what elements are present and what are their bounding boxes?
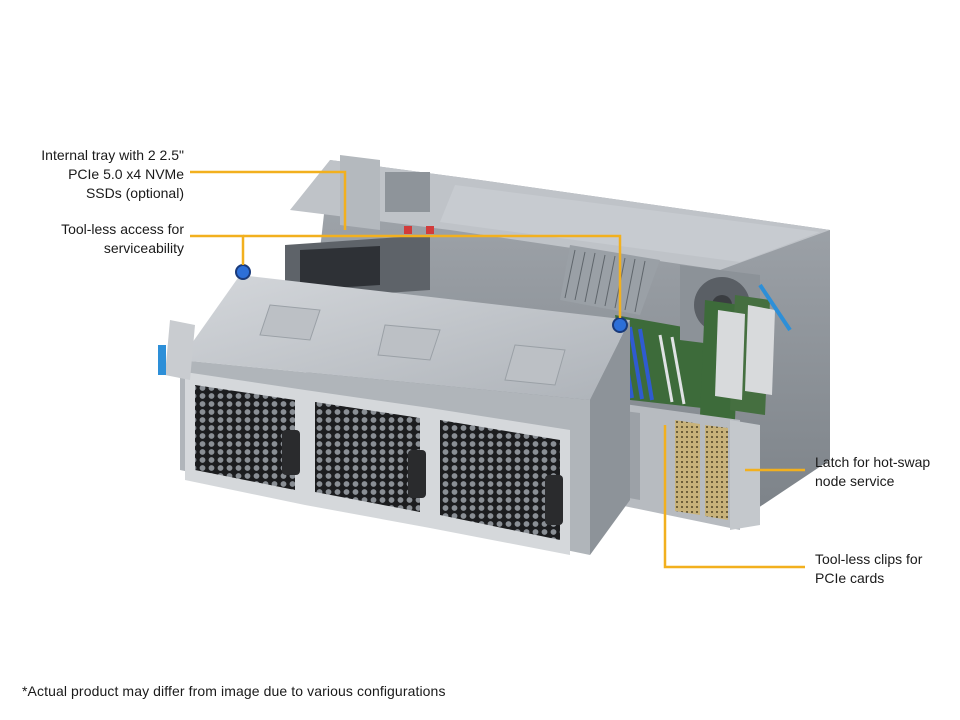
fan-3 xyxy=(430,408,570,555)
leader-toolless-left xyxy=(190,234,245,265)
fan-1 xyxy=(185,372,305,505)
callout-toolless-access: Tool-less access for serviceability xyxy=(61,221,184,256)
leader-clips xyxy=(663,425,805,569)
internal-ssd-tray xyxy=(285,226,434,300)
pcie-risers xyxy=(700,283,792,420)
thumbscrew-right xyxy=(612,317,628,333)
leader-toolless-right xyxy=(243,234,622,318)
left-handle xyxy=(158,320,195,380)
leader-internal-tray xyxy=(190,170,347,230)
leader-lines xyxy=(190,170,805,569)
callout-toolless-clips: Tool-less clips for PCIe cards xyxy=(815,551,923,586)
front-fans xyxy=(185,372,570,555)
heatsink xyxy=(560,245,660,315)
thumbscrew-left xyxy=(235,264,251,280)
fan-2 xyxy=(305,390,430,528)
disclaimer-text: *Actual product may differ from image du… xyxy=(22,683,446,699)
callout-internal-tray: Internal tray with 2 2.5" PCIe 5.0 x4 NV… xyxy=(41,147,184,201)
callout-latch: Latch for hot-swap node service xyxy=(815,454,931,489)
